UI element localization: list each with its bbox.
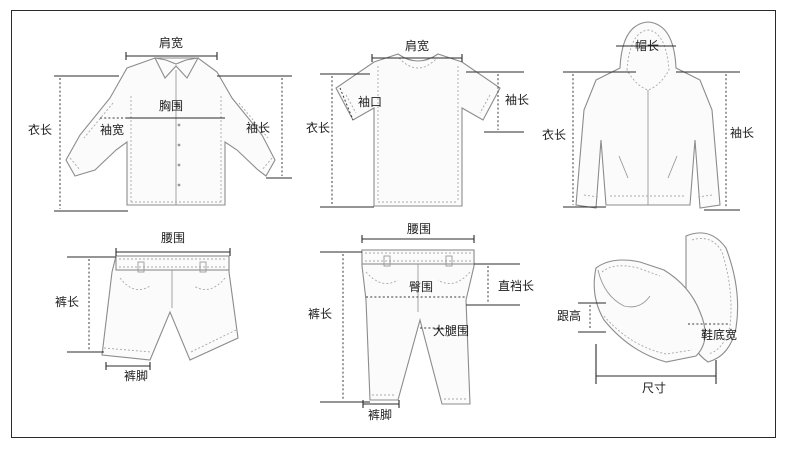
hoodie-garment-length-label: 衣长: [542, 127, 566, 142]
shorts-measure-lines: [67, 248, 231, 370]
shoes-figure: [593, 232, 739, 363]
hoodie-hood-length-label: 帽长: [635, 38, 659, 53]
tshirt-shoulder-width-label: 肩宽: [405, 38, 429, 53]
trousers-leg-opening-label: 裤脚: [368, 407, 392, 422]
shirt-shoulder-width-label: 肩宽: [159, 35, 183, 50]
shoes-size-label: 尺寸: [642, 381, 666, 395]
shirt-figure: [65, 57, 276, 206]
tshirt-garment-length-label: 衣长: [306, 120, 330, 135]
shorts-pants-length-label: 裤长: [55, 295, 79, 309]
hoodie-sleeve-length-label: 袖长: [730, 125, 754, 140]
tshirt-sleeve-length-label: 袖长: [505, 92, 529, 107]
hoodie-measure-lines: [563, 45, 740, 211]
shorts-figure: [101, 255, 239, 361]
shirt-sleeve-width-label: 袖宽: [100, 122, 124, 137]
trousers-hip-label: 臀围: [409, 280, 433, 294]
trousers-measure-lines: [320, 235, 520, 408]
shirt-garment-length-label: 衣长: [28, 122, 52, 137]
shoes-sole-width-label: 鞋底宽: [701, 327, 737, 342]
trousers-thigh-label: 大腿围: [433, 324, 469, 338]
trousers-waist-label: 腰围: [407, 222, 431, 236]
shirt-sleeve-length-label: 袖长: [246, 120, 270, 135]
tshirt-figure: [335, 53, 501, 207]
shirt-measure-lines: [54, 52, 292, 212]
hoodie-figure: [575, 21, 721, 209]
tshirt-cuff-label: 袖口: [358, 94, 382, 109]
shoes-heel-height-label: 跟高: [557, 308, 581, 323]
trousers-pants-length-label: 裤长: [308, 307, 332, 321]
trousers-rise-label: 直裆长: [498, 279, 534, 293]
shoes-measure-lines: [578, 302, 728, 384]
trousers-figure: [361, 249, 475, 405]
tshirt-measure-lines: [320, 54, 524, 208]
shirt-chest-label: 胸围: [159, 98, 183, 113]
shorts-waist-label: 腰围: [161, 231, 185, 245]
shorts-leg-opening-label: 裤脚: [124, 368, 148, 383]
